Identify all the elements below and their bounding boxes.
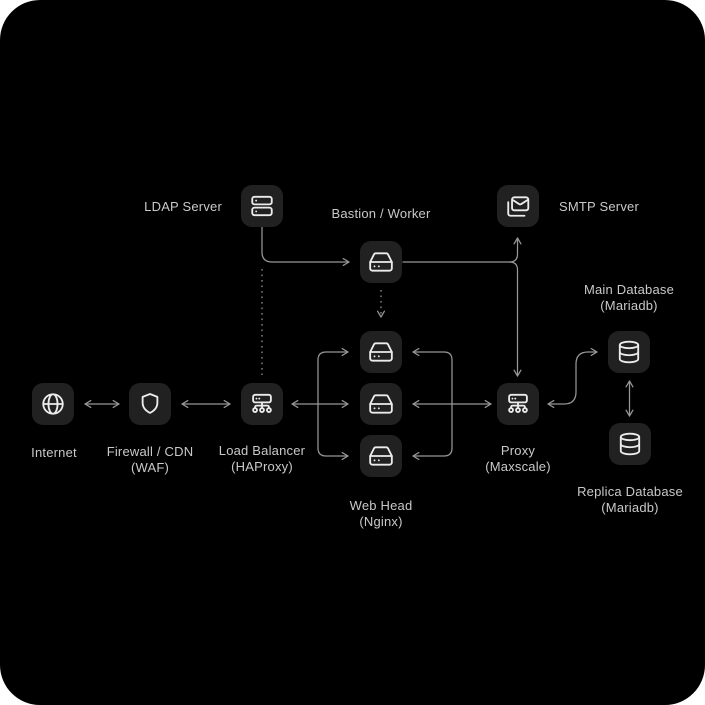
edge-bastion-smtp bbox=[402, 237, 522, 263]
main-db-label: Main Database (Mariadb) bbox=[583, 282, 675, 313]
node-load-balancer bbox=[241, 383, 283, 425]
node-ldap bbox=[241, 185, 283, 227]
internet-label: Internet bbox=[31, 445, 77, 460]
web-head-label: Web Head (Nginx) bbox=[349, 498, 413, 529]
proxy-label: Proxy (Maxscale) bbox=[485, 443, 551, 474]
node-proxy bbox=[497, 383, 539, 425]
node-web-head-1 bbox=[360, 331, 402, 373]
globe-icon bbox=[42, 393, 64, 415]
ldap-label: LDAP Server bbox=[144, 199, 222, 214]
firewall-label: Firewall / CDN (WAF) bbox=[106, 444, 194, 475]
load-balancer-icon bbox=[252, 393, 272, 413]
database-icon bbox=[619, 432, 641, 456]
node-web-head-3 bbox=[360, 435, 402, 477]
shield-icon bbox=[141, 393, 159, 414]
load-balancer-icon bbox=[508, 393, 528, 413]
edge-proxy-maindb bbox=[547, 347, 598, 409]
bastion-label: Bastion / Worker bbox=[331, 206, 431, 221]
smtp-label: SMTP Server bbox=[559, 199, 639, 214]
hard-drive-icon bbox=[369, 446, 393, 466]
hard-drive-icon bbox=[369, 342, 393, 362]
node-bastion bbox=[360, 241, 402, 283]
node-web-head-2 bbox=[360, 383, 402, 425]
node-internet bbox=[32, 383, 74, 425]
edge-bastion-proxy bbox=[508, 261, 522, 377]
node-smtp bbox=[497, 185, 539, 227]
edge-ldap-bastion bbox=[261, 226, 350, 267]
database-icon bbox=[618, 340, 640, 364]
hard-drive-icon bbox=[369, 394, 393, 414]
mails-icon bbox=[507, 196, 530, 217]
node-firewall bbox=[129, 383, 171, 425]
edge-loadbalancer-webheads-bracket bbox=[317, 347, 349, 461]
hard-drive-icon bbox=[369, 252, 393, 272]
node-main-db bbox=[608, 331, 650, 373]
node-replica-db bbox=[609, 423, 651, 465]
server-icon bbox=[251, 195, 273, 217]
load-balancer-label: Load Balancer (HAProxy) bbox=[218, 443, 306, 474]
replica-db-label: Replica Database (Mariadb) bbox=[577, 484, 683, 515]
